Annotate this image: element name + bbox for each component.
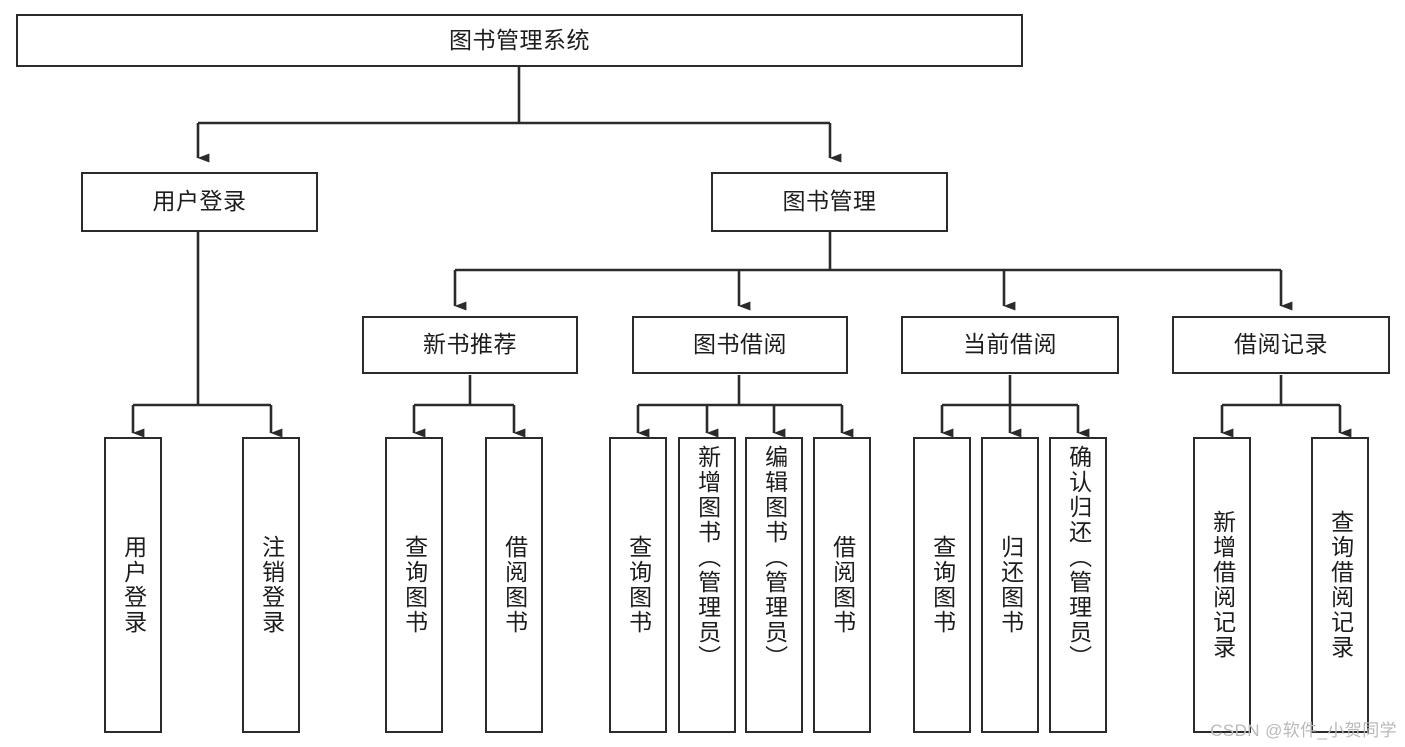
node-label: 借阅图书	[501, 535, 528, 635]
node-label: 查询借阅记录	[1327, 510, 1354, 660]
leaf-new-book-borrow-books[interactable]: 借阅图书	[485, 437, 543, 733]
leaf-user-login-login[interactable]: 用户登录	[104, 437, 162, 733]
node-label: 注销登录	[258, 535, 285, 635]
node-label: 借阅记录	[1234, 331, 1328, 358]
node-label: 用户登录	[152, 188, 247, 215]
node-label: 查询图书	[401, 535, 428, 635]
node-label: 新书推荐	[423, 331, 517, 358]
node-root-book-management-system[interactable]: 图书管理系统	[16, 14, 1023, 67]
leaf-book-borrow-add-book-admin[interactable]: 新增图书（管理员）	[678, 437, 736, 733]
leaf-book-borrow-borrow-books[interactable]: 借阅图书	[813, 437, 871, 733]
node-label: 查询图书	[625, 535, 652, 635]
csdn-watermark: CSDN @软件_小贺同学	[1210, 721, 1397, 740]
node-label: 新增图书（管理员）	[694, 445, 721, 670]
node-current-borrowing[interactable]: 当前借阅	[901, 316, 1119, 374]
node-label: 编辑图书（管理员）	[761, 445, 788, 670]
node-label: 当前借阅	[963, 331, 1057, 358]
node-label: 归还图书	[997, 535, 1024, 635]
leaf-current-borrow-confirm-return-admin[interactable]: 确认归还（管理员）	[1049, 437, 1107, 733]
node-label: 确认归还（管理员）	[1065, 445, 1092, 670]
node-user-login[interactable]: 用户登录	[81, 172, 318, 232]
leaf-current-borrow-return-books[interactable]: 归还图书	[981, 437, 1039, 733]
node-label: 借阅图书	[829, 535, 856, 635]
node-new-book-recommendation[interactable]: 新书推荐	[362, 316, 578, 374]
leaf-current-borrow-query-books[interactable]: 查询图书	[913, 437, 971, 733]
leaf-user-login-logout[interactable]: 注销登录	[242, 437, 300, 733]
leaf-book-borrow-query-books[interactable]: 查询图书	[609, 437, 667, 733]
node-label: 图书管理系统	[449, 26, 590, 53]
node-label: 用户登录	[120, 535, 147, 635]
leaf-borrow-record-query-record[interactable]: 查询借阅记录	[1311, 437, 1369, 733]
node-book-management[interactable]: 图书管理	[711, 172, 948, 232]
leaf-borrow-record-add-record[interactable]: 新增借阅记录	[1193, 437, 1251, 733]
node-book-borrowing[interactable]: 图书借阅	[632, 316, 848, 374]
node-borrowing-record[interactable]: 借阅记录	[1172, 316, 1390, 374]
node-label: 新增借阅记录	[1209, 510, 1236, 660]
leaf-new-book-query-books[interactable]: 查询图书	[385, 437, 443, 733]
node-label: 查询图书	[929, 535, 956, 635]
leaf-book-borrow-edit-book-admin[interactable]: 编辑图书（管理员）	[745, 437, 803, 733]
node-label: 图书借阅	[693, 331, 787, 358]
node-label: 图书管理	[782, 188, 877, 215]
